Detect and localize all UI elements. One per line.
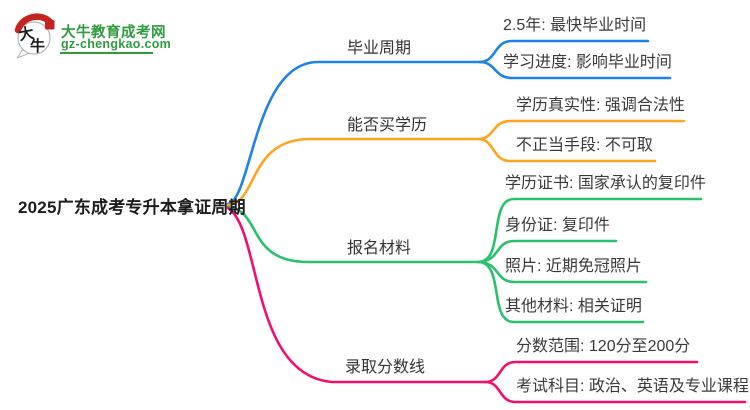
- branch-line-buy-diploma: [226, 137, 480, 207]
- leaf-line: [476, 197, 703, 264]
- branch-label-admission-score: 录取分数线: [345, 359, 426, 376]
- leaf-line: [476, 137, 657, 163]
- leaf-node: 学习进度: 影响毕业时间: [503, 54, 672, 71]
- central-topic: 2025广东成考专升本拿证周期: [18, 198, 246, 217]
- svg-text:大: 大: [17, 24, 35, 44]
- leaf-line: [478, 60, 672, 80]
- leaf-node: 学历真实性: 强调合法性: [516, 97, 685, 114]
- leaf-node: 2.5年: 最快毕业时间: [503, 17, 647, 34]
- leaf-line: [483, 380, 747, 404]
- bull-logo-icon: 大 牛: [14, 13, 55, 59]
- svg-text:牛: 牛: [30, 37, 45, 55]
- leaf-node: 照片: 近期免冠照片: [505, 258, 642, 275]
- branch-line-application-materials: [226, 205, 480, 264]
- branch-line-admission-score: [226, 206, 487, 384]
- site-logo: 大 牛 大牛教育成考网 gz-chengkao.com: [14, 11, 214, 61]
- leaf-node: 学历证书: 国家承认的复印件: [505, 175, 706, 192]
- leaf-node: 分数范围: 120分至200分: [516, 338, 691, 355]
- leaf-node: 身份证: 复印件: [505, 217, 610, 234]
- leaf-line: [476, 260, 645, 324]
- branch-label-application-materials: 报名材料: [347, 240, 412, 257]
- leaf-node: 不正当手段: 不可取: [516, 137, 653, 154]
- branch-line-graduation-cycle: [226, 60, 482, 206]
- leaf-line: [476, 239, 618, 264]
- leaf-node: 考试科目: 政治、英语及专业课程: [516, 378, 749, 395]
- site-url: gz-chengkao.com: [61, 37, 172, 51]
- branch-label-graduation-cycle: 毕业周期: [347, 40, 412, 57]
- leaf-node: 其他材料: 相关证明: [505, 298, 642, 315]
- logo-underline: [60, 52, 153, 54]
- branch-label-buy-diploma: 能否买学历: [347, 117, 428, 134]
- site-name: 大牛教育成考网: [61, 25, 166, 41]
